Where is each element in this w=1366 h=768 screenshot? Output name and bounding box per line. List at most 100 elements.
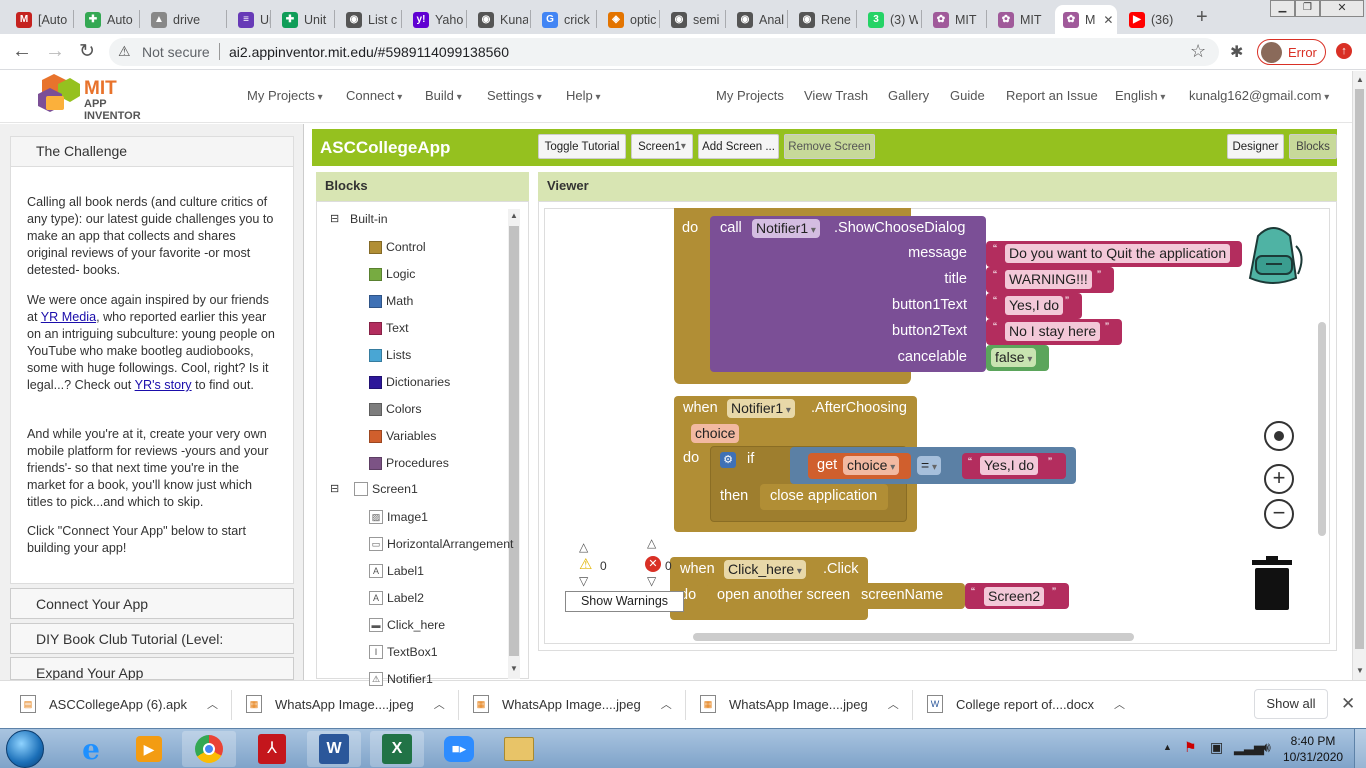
builtin-item-control[interactable]: Control: [369, 240, 426, 254]
challenge-title[interactable]: The Challenge: [11, 137, 293, 167]
tray-flag-icon[interactable]: ⚑: [1184, 739, 1197, 755]
bookmark-star-icon[interactable]: ☆: [1190, 41, 1207, 61]
tree-scroll-thumb[interactable]: [509, 226, 519, 656]
browser-tab[interactable]: ▲drive: [143, 5, 223, 34]
taskbar-ie-icon[interactable]: e: [82, 732, 100, 766]
warning-down-arrow-icon[interactable]: ▽: [579, 574, 589, 588]
add-screen-button[interactable]: Add Screen ...: [698, 134, 779, 159]
tray-network-icon[interactable]: ▂▃▅: [1234, 740, 1264, 755]
builtin-item-logic[interactable]: Logic: [369, 267, 415, 281]
component-item[interactable]: ⚠Notifier1: [369, 672, 433, 686]
page-scroll-down-icon[interactable]: ▼: [1356, 666, 1364, 675]
tray-clock[interactable]: 8:40 PM 10/31/2020: [1283, 733, 1343, 765]
cancelable-dropdown[interactable]: false: [991, 348, 1037, 367]
browser-tab[interactable]: ◉List c: [338, 5, 398, 34]
error-up-arrow-icon[interactable]: △: [647, 536, 657, 550]
builtin-toggle-icon[interactable]: ⊟: [330, 213, 340, 225]
browser-tab[interactable]: ◉semi: [663, 5, 723, 34]
browser-tab[interactable]: ✚Unit: [274, 5, 332, 34]
designer-button[interactable]: Designer: [1227, 134, 1284, 159]
workspace-v-scrollbar[interactable]: [1318, 322, 1326, 536]
choice-param[interactable]: choice: [691, 424, 740, 443]
arg-text-value[interactable]: Do you want to Quit the application: [1005, 244, 1231, 263]
header-link-2[interactable]: Gallery: [888, 88, 930, 103]
menu-error-icon[interactable]: ↑: [1336, 43, 1352, 59]
section-diy-book-club[interactable]: DIY Book Club Tutorial (Level: Advanced): [10, 623, 294, 677]
close-download-bar-icon[interactable]: ✕: [1341, 694, 1356, 713]
builtin-item-procedures[interactable]: Procedures: [369, 456, 449, 470]
builtin-label[interactable]: Built-in: [350, 212, 388, 226]
header-link-5[interactable]: English: [1115, 88, 1165, 103]
builtin-item-text[interactable]: Text: [369, 321, 409, 335]
component-item[interactable]: ▬Click_here: [369, 618, 445, 632]
start-button-icon[interactable]: [6, 730, 44, 768]
browser-tab[interactable]: ✿M✕: [1055, 5, 1117, 34]
new-tab-button[interactable]: +: [1196, 6, 1208, 28]
tree-scroll-down-icon[interactable]: ▼: [510, 664, 518, 673]
header-link-1[interactable]: View Trash: [804, 88, 869, 103]
builtin-item-colors[interactable]: Colors: [369, 402, 422, 416]
browser-tab[interactable]: ◈optic: [600, 5, 657, 34]
download-item[interactable]: ▦WhatsApp Image....jpeg︿: [246, 680, 445, 728]
show-all-button[interactable]: Show all: [1254, 689, 1328, 719]
page-scroll-thumb[interactable]: [1355, 89, 1364, 649]
download-chevron-icon[interactable]: ︿: [1114, 699, 1126, 711]
download-chevron-icon[interactable]: ︿: [660, 699, 672, 711]
notifier-dropdown-1[interactable]: Notifier1: [752, 219, 820, 238]
screen-toggle-icon[interactable]: ⊟: [330, 483, 340, 495]
browser-tab[interactable]: y!Yaho: [405, 5, 464, 34]
browser-tab[interactable]: 3(3) W: [860, 5, 918, 34]
page-scrollbar[interactable]: ▲ ▼: [1352, 71, 1366, 680]
show-desktop-button[interactable]: [1354, 729, 1366, 768]
download-chevron-icon[interactable]: ︿: [433, 699, 445, 711]
header-link-4[interactable]: Report an Issue: [1006, 88, 1098, 103]
mit-logo[interactable]: MIT APP INVENTOR: [34, 74, 164, 122]
compare-text-value[interactable]: Yes,I do: [980, 456, 1039, 475]
choice-dropdown[interactable]: choice: [843, 456, 900, 475]
zoom-out-icon[interactable]: −: [1264, 499, 1294, 529]
builtin-item-dictionaries[interactable]: Dictionaries: [369, 375, 450, 389]
operator-dropdown[interactable]: =: [917, 456, 941, 475]
tray-show-hidden-icon[interactable]: ▲: [1163, 742, 1172, 752]
workspace-h-scrollbar[interactable]: [693, 633, 1134, 641]
download-item[interactable]: ▦WhatsApp Image....jpeg︿: [700, 680, 899, 728]
browser-tab[interactable]: ◉Anal: [729, 5, 785, 34]
screen-select[interactable]: Screen1: [631, 134, 693, 159]
component-item[interactable]: ▨Image1: [369, 510, 428, 524]
forward-icon[interactable]: →: [45, 40, 65, 62]
browser-tab[interactable]: ◉Rene: [791, 5, 853, 34]
tab-close-icon[interactable]: ✕: [1103, 12, 1114, 27]
close-application-block[interactable]: [760, 484, 888, 510]
header-link-6[interactable]: kunalg162@gmail.com: [1189, 88, 1329, 103]
browser-tab[interactable]: ✿MIT: [990, 5, 1048, 34]
component-item[interactable]: ▭HorizontalArrangement: [369, 537, 513, 551]
taskbar-acrobat-icon[interactable]: ⅄: [245, 731, 299, 767]
header-link-0[interactable]: My Projects: [716, 88, 784, 103]
browser-tab[interactable]: ≡Unit-: [230, 5, 270, 34]
warning-up-arrow-icon[interactable]: △: [579, 540, 589, 554]
reload-icon[interactable]: ↻: [79, 41, 95, 62]
taskbar-media-player-icon[interactable]: ▶: [122, 731, 176, 767]
download-item[interactable]: ▦WhatsApp Image....jpeg︿: [473, 680, 672, 728]
download-chevron-icon[interactable]: ︿: [207, 699, 219, 711]
url-text[interactable]: ai2.appinventor.mit.edu/#598911409913856…: [229, 44, 509, 60]
click-here-dropdown[interactable]: Click_here: [724, 560, 806, 579]
restore-icon[interactable]: ❐: [1295, 0, 1320, 17]
menu-my-projects[interactable]: My Projects: [247, 88, 323, 103]
yr-story-link[interactable]: YR's story: [134, 378, 192, 392]
browser-tab[interactable]: ✿MIT: [925, 5, 983, 34]
menu-build[interactable]: Build: [425, 88, 462, 103]
minimize-icon[interactable]: ▁: [1270, 0, 1295, 17]
tray-volume-icon[interactable]: 🔊︎: [1262, 739, 1271, 755]
browser-tab[interactable]: ▶(36): [1121, 5, 1181, 34]
zoom-in-icon[interactable]: +: [1264, 464, 1294, 494]
trash-icon[interactable]: [1250, 556, 1294, 612]
browser-tab[interactable]: ◉Kuna: [470, 5, 528, 34]
profile-error-chip[interactable]: Error: [1257, 39, 1326, 65]
tree-scroll-up-icon[interactable]: ▲: [510, 211, 518, 220]
back-icon[interactable]: ←: [12, 40, 32, 62]
omnibox[interactable]: [109, 38, 1219, 66]
browser-tab[interactable]: M[Auto: [8, 5, 72, 34]
